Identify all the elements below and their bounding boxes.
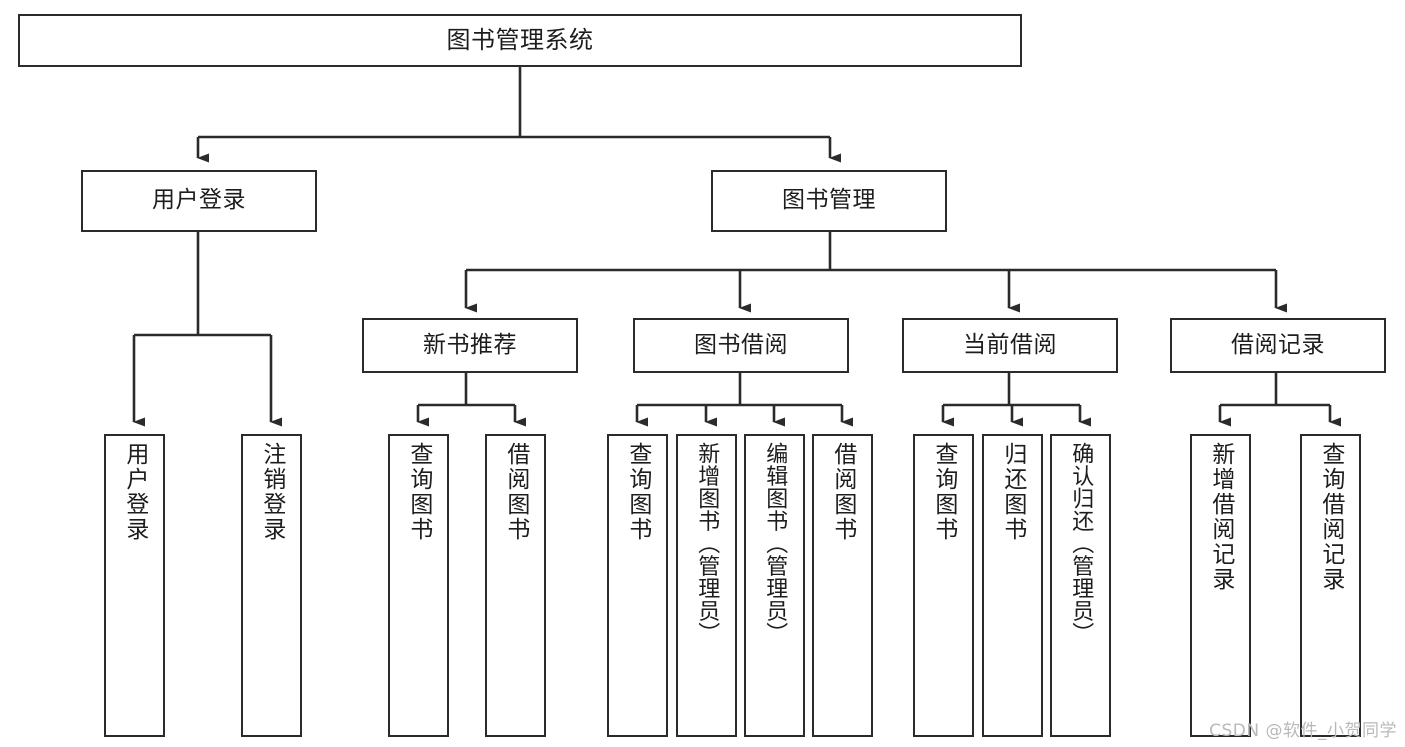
node-label: 查询借阅记录 xyxy=(1317,442,1344,592)
leaf-borrow-query-book[interactable]: 查询图书 xyxy=(607,434,668,737)
leaf-records-add-record[interactable]: 新增借阅记录 xyxy=(1190,434,1251,737)
leaf-current-query-book[interactable]: 查询图书 xyxy=(913,434,974,737)
node-label: 图书管理系统 xyxy=(446,26,594,55)
node-label: 归还图书 xyxy=(999,442,1026,542)
node-label: 借阅记录 xyxy=(1231,331,1325,358)
node-book-borrow[interactable]: 图书借阅 xyxy=(633,318,849,373)
node-label: 查询图书 xyxy=(930,442,957,542)
node-label: 当前借阅 xyxy=(963,331,1057,358)
leaf-borrow-borrow-book[interactable]: 借阅图书 xyxy=(812,434,873,737)
node-label: 注销登录 xyxy=(258,442,285,542)
leaf-new-book-query[interactable]: 查询图书 xyxy=(388,434,449,737)
node-label: 借阅图书 xyxy=(829,442,856,542)
leaf-borrow-add-book-admin[interactable]: 新增图书（管理员） xyxy=(676,434,737,737)
leaf-new-book-borrow[interactable]: 借阅图书 xyxy=(485,434,546,737)
node-new-book-recommend[interactable]: 新书推荐 xyxy=(362,318,578,373)
node-current-borrow[interactable]: 当前借阅 xyxy=(902,318,1118,373)
node-label: 图书管理 xyxy=(782,187,876,214)
node-label: 用户登录 xyxy=(152,187,246,214)
node-label: 新书推荐 xyxy=(423,331,517,358)
node-label: 查询图书 xyxy=(405,442,432,542)
node-label: 新增借阅记录 xyxy=(1207,442,1234,592)
node-label: 编辑图书（管理员） xyxy=(762,442,788,645)
node-label: 确认归还（管理员） xyxy=(1068,442,1094,645)
node-root-library-system[interactable]: 图书管理系统 xyxy=(18,14,1022,67)
node-label: 借阅图书 xyxy=(502,442,529,542)
node-book-management[interactable]: 图书管理 xyxy=(711,170,947,232)
leaf-current-confirm-return-admin[interactable]: 确认归还（管理员） xyxy=(1050,434,1111,737)
node-label: 新增图书（管理员） xyxy=(694,442,720,645)
leaf-records-query-record[interactable]: 查询借阅记录 xyxy=(1300,434,1361,737)
leaf-borrow-edit-book-admin[interactable]: 编辑图书（管理员） xyxy=(744,434,805,737)
node-user-login[interactable]: 用户登录 xyxy=(81,170,317,232)
watermark-text: CSDN @软件_小贺同学 xyxy=(1209,721,1397,741)
node-borrow-records[interactable]: 借阅记录 xyxy=(1170,318,1386,373)
leaf-user-login-login[interactable]: 用户登录 xyxy=(104,434,165,737)
leaf-current-return-book[interactable]: 归还图书 xyxy=(982,434,1043,737)
node-label: 图书借阅 xyxy=(694,331,788,358)
node-label: 查询图书 xyxy=(624,442,651,542)
node-label: 用户登录 xyxy=(121,442,148,542)
leaf-user-login-logout[interactable]: 注销登录 xyxy=(241,434,302,737)
